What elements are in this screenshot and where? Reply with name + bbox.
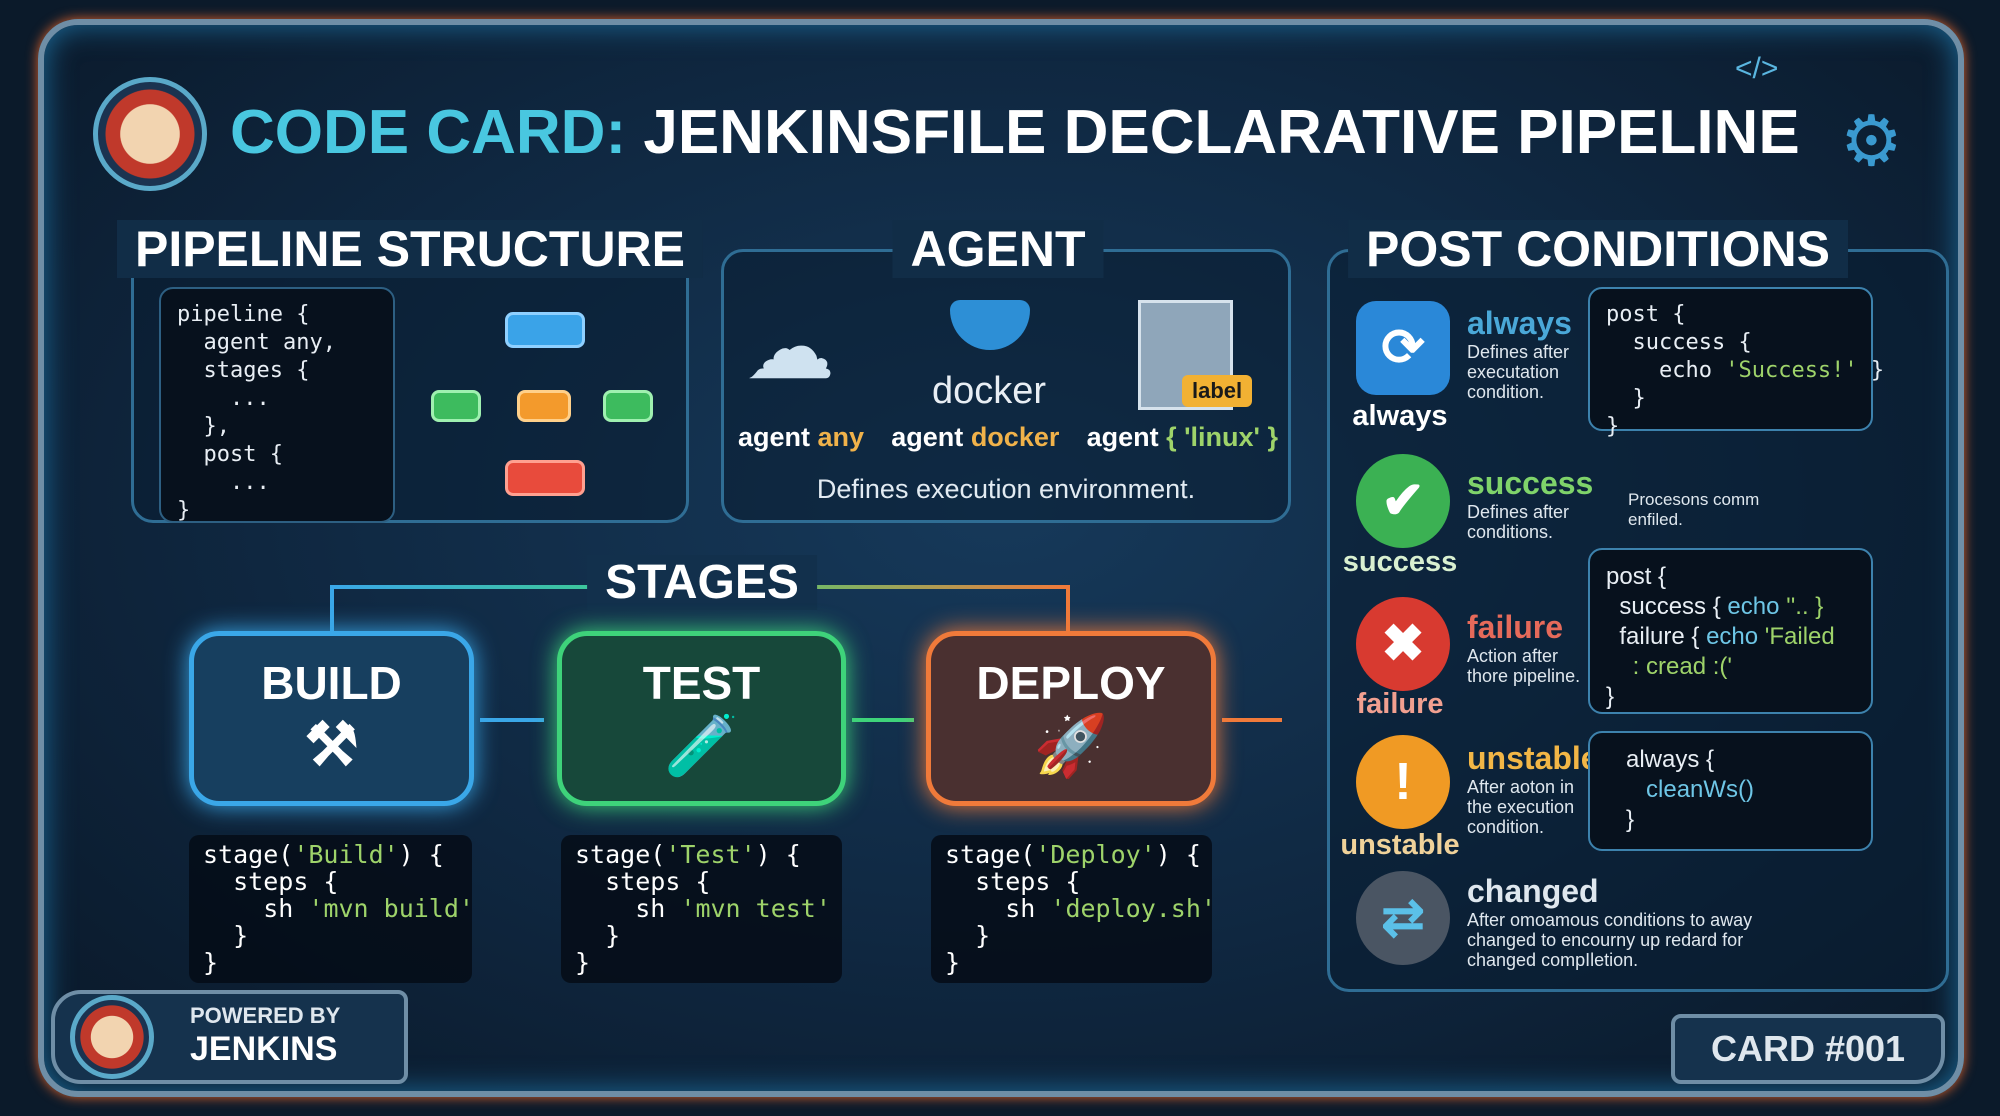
test-stage-code: stage('Test') { steps { sh 'mvn test' } … (561, 835, 842, 983)
powered-by-text: POWERED BY (190, 1003, 341, 1028)
post-code-success-failure: post { success { echo ''.. } failure { e… (1588, 548, 1873, 714)
post-conditions-heading: POST CONDITIONS (1348, 220, 1848, 278)
tools-icon: ⚒ (304, 711, 359, 778)
always-refresh-icon: ⟳ (1356, 301, 1450, 395)
code-tag-icon: </> (1735, 52, 1779, 85)
arrow-deploy-out (1222, 718, 1282, 722)
build-stage-code: stage('Build') { steps { sh 'mvn build' … (189, 835, 474, 983)
stage-test: TEST🧪 (557, 631, 846, 806)
label-tag: label (1182, 375, 1253, 407)
post-code-always: always { cleanWs() } (1588, 731, 1873, 851)
agent-heading: AGENT (892, 220, 1104, 278)
title-main: JENKINSFILE DECLARATIVE PIPELINE (643, 98, 1800, 167)
arrow-test-deploy (852, 718, 914, 722)
agent-label: agent { 'linux' } (1086, 422, 1278, 452)
arrow-build-test (480, 718, 544, 722)
jenkins-footer-logo (70, 995, 154, 1079)
pipeline-structure-code: pipeline { agent any, stages { ... }, po… (159, 287, 395, 523)
jenkins-logo (93, 77, 207, 191)
rocket-icon: 🚀 (1033, 712, 1109, 779)
agent-options: agent any agent docker agent { 'linux' } (738, 422, 1278, 453)
stages-heading: STAGES (587, 555, 817, 610)
card-number: CARD #001 (1671, 1014, 1945, 1084)
post-code-success: post { success { echo 'Success!' } } } (1588, 287, 1884, 439)
title-accent: CODE CARD: (230, 98, 627, 167)
pipeline-structure-heading: PIPELINE STRUCTURE (116, 220, 704, 278)
docker-logo-text: docker (932, 370, 1047, 412)
always-label: always (1352, 400, 1448, 432)
jenkins-brand-text: JENKINS (190, 1030, 338, 1068)
deploy-stage-code: stage('Deploy') { steps { sh 'deploy.sh'… (931, 835, 1216, 983)
success-check-icon: ✔ (1356, 454, 1450, 548)
stage-deploy: DEPLOY🚀 (926, 631, 1216, 806)
agent-any: agent any (738, 422, 865, 452)
test-tubes-icon: 🧪 (664, 712, 739, 779)
failure-x-icon: ✖ (1356, 597, 1450, 691)
page-title: CODE CARD: JENKINSFILE DECLARATIVE PIPEL… (230, 98, 1800, 168)
cloud-gear-icon: ☁ (745, 298, 835, 398)
flow-diagram (427, 306, 657, 497)
agent-description: Defines execution environment. (816, 474, 1196, 504)
stage-build: BUILD⚒ (189, 631, 474, 806)
unstable-label: unstable (1340, 829, 1460, 861)
gear-icon: ⚙ (1840, 102, 1903, 180)
post-note: Procesons comm enfiled. (1628, 490, 1760, 529)
unstable-warning-icon: ! (1356, 735, 1450, 829)
success-label: success (1342, 546, 1458, 578)
agent-docker: agent docker (891, 422, 1060, 452)
failure-label: failure (1356, 688, 1444, 720)
changed-swap-icon: ⇄ (1356, 871, 1450, 965)
